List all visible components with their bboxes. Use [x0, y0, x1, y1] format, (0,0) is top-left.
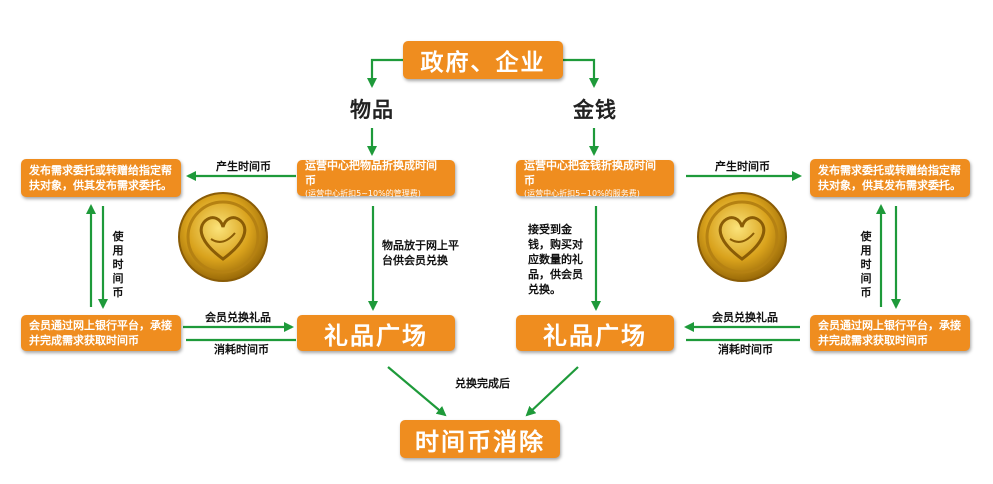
right-mall-box: 礼品广场 — [516, 315, 674, 351]
left-center-line1: 运营中心把物品折换成时间币 — [305, 158, 437, 187]
left-goods-note: 物品放于网上平台供会员兑换 — [382, 239, 459, 267]
left-mall-box: 礼品广场 — [297, 315, 455, 351]
right-money-note: 接受到金钱，购买对应数量的礼品，供会员兑换。 — [528, 223, 583, 296]
gold-coin-icon — [697, 192, 787, 282]
right-mall-label: 礼品广场 — [543, 321, 647, 350]
destroy-box: 时间币消除 — [400, 420, 560, 458]
left-exchange-label: 会员兑换礼品 — [205, 311, 271, 324]
arrow-right-mall-to-destroy — [525, 366, 579, 417]
right-use-label: 使用时间币 — [860, 230, 872, 299]
arrow-left-mall-to-destroy — [387, 366, 447, 417]
arrow-source-to-money — [562, 58, 599, 88]
left-consume-label: 消耗时间币 — [214, 343, 269, 356]
left-center-line2: (运营中心折扣5~10%的管理费) — [305, 188, 421, 198]
left-publish-box: 发布需求委托或转赠给指定帮扶对象，供其发布需求委托。 — [21, 159, 181, 197]
right-consume-label: 消耗时间币 — [718, 343, 773, 356]
left-produce-label: 产生时间币 — [216, 160, 271, 173]
right-center-line2: (运营中心折扣5~10%的服务费) — [524, 188, 640, 198]
left-center-box: 运营中心把物品折换成时间币 (运营中心折扣5~10%的管理费) — [297, 158, 455, 198]
left-member-box: 会员通过网上银行平台，承接并完成需求获取时间币 — [21, 315, 181, 351]
right-exchange-label: 会员兑换礼品 — [712, 311, 778, 324]
goods-label: 物品 — [350, 98, 394, 122]
source-label: 政府、企业 — [420, 50, 546, 76]
right-member-box: 会员通过网上银行平台，承接并完成需求获取时间币 — [810, 315, 970, 351]
money-label: 金钱 — [573, 98, 617, 122]
left-publish-text: 发布需求委托或转赠给指定帮扶对象，供其发布需求委托。 — [29, 164, 172, 192]
left-member-text: 会员通过网上银行平台，承接并完成需求获取时间币 — [29, 319, 172, 347]
right-center-box: 运营中心把金钱折换成时间币 (运营中心折扣5~10%的服务费) — [516, 158, 674, 198]
destroy-label: 时间币消除 — [415, 427, 545, 456]
right-center-line1: 运营中心把金钱折换成时间币 — [524, 158, 656, 187]
arrow-source-to-goods — [367, 58, 403, 88]
after-exchange-label: 兑换完成后 — [455, 377, 510, 390]
left-use-label: 使用时间币 — [112, 230, 124, 299]
right-produce-label: 产生时间币 — [715, 160, 770, 173]
right-publish-box: 发布需求委托或转赠给指定帮扶对象，供其发布需求委托。 — [810, 159, 970, 197]
right-member-text: 会员通过网上银行平台，承接并完成需求获取时间币 — [818, 319, 961, 347]
gold-coin-icon — [178, 192, 268, 282]
left-mall-label: 礼品广场 — [324, 321, 428, 350]
right-publish-text: 发布需求委托或转赠给指定帮扶对象，供其发布需求委托。 — [818, 164, 961, 192]
source-box: 政府、企业 — [403, 41, 563, 79]
